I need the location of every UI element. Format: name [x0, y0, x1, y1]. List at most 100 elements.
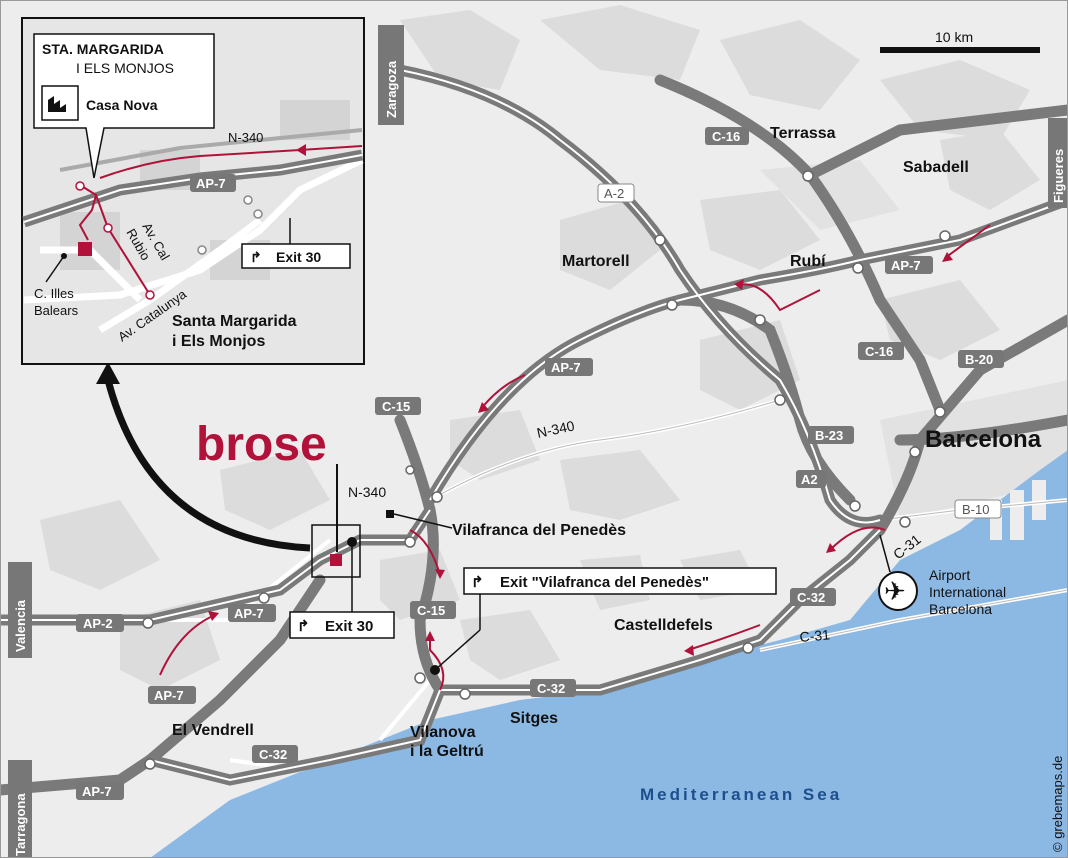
city-barcelona: Barcelona [925, 426, 1042, 453]
svg-text:AP-7: AP-7 [891, 258, 921, 273]
shield-c16b: C-16 [858, 342, 904, 360]
direction-tarragona: Tarragona [8, 760, 32, 858]
shield-ap7b: AP-7 [545, 358, 593, 376]
sea-label: Mediterranean Sea [640, 785, 842, 804]
city-martorell: Martorell [562, 253, 630, 270]
svg-text:C-32: C-32 [259, 747, 287, 762]
exit30-label: Exit 30 [325, 618, 373, 635]
svg-text:Valencia: Valencia [13, 599, 28, 652]
inset-exit: Exit 30 [276, 249, 321, 265]
shield-a2a: A-2 [597, 183, 635, 203]
airport: ✈ Airport International Barcelona [878, 534, 1006, 617]
shield-c15a: C-15 [375, 397, 421, 415]
svg-text:A-2: A-2 [604, 186, 624, 201]
svg-text:B-10: B-10 [962, 502, 989, 517]
airport-line3: Barcelona [929, 601, 992, 617]
shield-ap7d: AP-7 [148, 686, 196, 704]
scale-bar: 10 km [880, 29, 1040, 53]
svg-text:B-23: B-23 [815, 428, 843, 443]
copyright: © grebemaps.de [1050, 756, 1065, 852]
svg-text:C-16: C-16 [865, 344, 893, 359]
svg-text:C-16: C-16 [712, 129, 740, 144]
route-arrow-heads [208, 252, 953, 656]
shield-c32c: C-32 [252, 745, 298, 763]
svg-text:C-32: C-32 [797, 590, 825, 605]
label-n340-a: N-340 [535, 417, 576, 441]
inset-town-a: Santa Margarida [172, 313, 297, 330]
brose-location-marker [330, 554, 342, 566]
exit-vilafranca-marker: ↱ Exit "Vilafranca del Penedès" [430, 567, 777, 675]
city-vilanova-b: i la Geltrú [410, 743, 484, 760]
exit-arrow-icon: ↱ [250, 249, 262, 265]
inset-road-n340: N-340 [228, 130, 263, 145]
label-n340-b: N-340 [348, 484, 386, 500]
junctions [142, 170, 951, 770]
svg-text:Zaragoza: Zaragoza [384, 60, 399, 118]
shield-b20: B-20 [958, 350, 1004, 368]
inset-pointer-arrow [104, 379, 311, 552]
shield-c16a: C-16 [705, 127, 749, 145]
exit-vilafranca-label: Exit "Vilafranca del Penedès" [500, 574, 709, 591]
city-vilafranca: Vilafranca del Penedès [452, 522, 626, 539]
road-shields: C-16 C-16 AP-7 AP-7 AP-7 AP-7 AP-7 B-20 … [76, 127, 1004, 800]
scale-label: 10 km [935, 29, 973, 45]
city-sabadell: Sabadell [903, 159, 969, 176]
city-sitges: Sitges [510, 710, 558, 727]
svg-text:B-20: B-20 [965, 352, 993, 367]
direction-valencia: Valencia [8, 562, 32, 658]
inset-brose-marker [78, 242, 92, 256]
shield-b23: B-23 [808, 426, 854, 444]
svg-text:AP-7: AP-7 [234, 606, 264, 621]
inset-poi: Casa Nova [86, 97, 158, 113]
city-vilanova-a: Vilanova [410, 724, 476, 741]
inset-poi2-b: Balears [34, 303, 79, 318]
svg-text:AP-7: AP-7 [196, 176, 226, 191]
city-terrassa: Terrassa [770, 125, 836, 142]
inset-pointer-arrow-head [96, 362, 120, 384]
exit-arrow-icon: ↱ [297, 618, 310, 635]
brose-logo: brose [196, 418, 327, 471]
airport-line2: International [929, 584, 1006, 600]
airplane-icon: ✈ [884, 576, 906, 606]
svg-text:C-15: C-15 [417, 603, 445, 618]
city-vendrell: El Vendrell [172, 722, 254, 739]
shield-ap7a: AP-7 [885, 256, 933, 274]
svg-text:AP-7: AP-7 [154, 688, 184, 703]
exit30-marker: ↱ Exit 30 [289, 537, 395, 639]
city-castelldefels: Castelldefels [614, 617, 713, 634]
shield-b10: B-10 [954, 499, 1002, 519]
direction-figueres: Figueres [1048, 118, 1068, 208]
shield-c32b: C-32 [790, 588, 836, 606]
city-rubi: Rubí [790, 253, 826, 270]
vilafranca-marker [386, 510, 453, 529]
shield-c15b: C-15 [410, 601, 456, 619]
svg-text:Tarragona: Tarragona [13, 793, 28, 856]
city-labels: Terrassa Sabadell Martorell Rubí Barcelo… [172, 125, 1042, 760]
exit-arrow-icon: ↱ [471, 574, 484, 591]
shield-ap7e: AP-7 [76, 782, 124, 800]
inset-title-1: STA. MARGARIDA [42, 41, 164, 57]
svg-text:AP-7: AP-7 [82, 784, 112, 799]
svg-text:AP-7: AP-7 [551, 360, 581, 375]
shield-ap7c: AP-7 [228, 604, 276, 622]
svg-text:A2: A2 [801, 472, 818, 487]
shield-a2b: A2 [796, 470, 826, 488]
label-c31-b: C-31 [799, 626, 831, 645]
inset-title-2: I ELS MONJOS [76, 60, 174, 76]
inset-callout: STA. MARGARIDA I ELS MONJOS Casa Nova [33, 33, 215, 179]
svg-text:AP-2: AP-2 [83, 616, 113, 631]
inset-town-b: i Els Monjos [172, 333, 265, 350]
direction-zaragoza: Zaragoza [378, 25, 404, 125]
airport-line1: Airport [929, 567, 970, 583]
mediterranean-sea [150, 450, 1068, 858]
inset-poi2-a: C. Illes [34, 286, 74, 301]
brose-location-frame [311, 524, 361, 578]
svg-text:Figueres: Figueres [1051, 149, 1066, 203]
road-shields-light: A-2 B-10 N-340 N-340 C-31 C-31 [348, 183, 1002, 645]
shield-ap2: AP-2 [76, 614, 124, 632]
shield-c32a: C-32 [530, 679, 576, 697]
inset-shield-ap7: AP-7 [190, 174, 236, 192]
svg-text:C-15: C-15 [382, 399, 410, 414]
svg-text:C-32: C-32 [537, 681, 565, 696]
